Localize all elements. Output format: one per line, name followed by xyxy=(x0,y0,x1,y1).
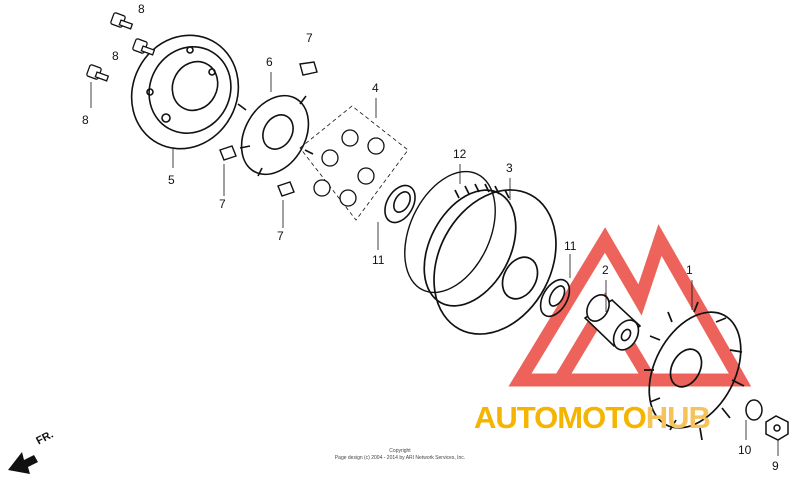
oil-seal-part xyxy=(384,184,416,224)
callout-9: 9 xyxy=(772,459,779,473)
watermark-text-automoto: AUTOMOTO xyxy=(474,400,647,435)
copyright-text: Page design (c) 2004 - 2014 by ARI Netwo… xyxy=(334,454,466,461)
callout-7-upper: 7 xyxy=(306,31,313,45)
slider-part xyxy=(219,61,318,197)
callout-11-upper: 11 xyxy=(372,253,385,267)
callout-7-left: 7 xyxy=(219,197,226,211)
o-ring-part xyxy=(404,170,496,294)
watermark-logo-icon xyxy=(508,224,752,387)
callout-12: 12 xyxy=(453,147,467,161)
oil-seal-part xyxy=(539,278,571,318)
watermark-text: AUTOMOTOHUB xyxy=(474,400,711,436)
callout-3: 3 xyxy=(506,161,513,175)
callout-2: 2 xyxy=(602,263,609,277)
callout-11-lower: 11 xyxy=(564,239,577,253)
copyright-notice: Copyright Page design (c) 2004 - 2014 by… xyxy=(300,448,500,462)
callout-6: 6 xyxy=(266,55,273,69)
copyright-title: Copyright xyxy=(389,448,411,454)
nut-part xyxy=(765,415,789,441)
front-arrow-icon xyxy=(8,452,38,474)
movable-drive-face-part xyxy=(423,183,557,335)
collar-part xyxy=(583,294,642,351)
drive-plate-part xyxy=(130,34,240,150)
bolt-part xyxy=(86,12,156,82)
callout-4: 4 xyxy=(372,81,379,95)
watermark-text-hub: HUB xyxy=(645,400,711,435)
callout-8-top: 8 xyxy=(138,2,145,16)
callout-5: 5 xyxy=(168,173,175,187)
callout-7-lower: 7 xyxy=(277,229,284,243)
callout-8-mid: 8 xyxy=(112,49,119,63)
callout-8-left: 8 xyxy=(82,113,89,127)
weight-roller-set-part xyxy=(299,105,409,221)
washer-part xyxy=(745,399,763,421)
callout-1: 1 xyxy=(686,263,693,277)
ramp-plate-part xyxy=(237,94,314,177)
callout-10: 10 xyxy=(738,443,752,457)
drive-face-part xyxy=(644,301,745,441)
